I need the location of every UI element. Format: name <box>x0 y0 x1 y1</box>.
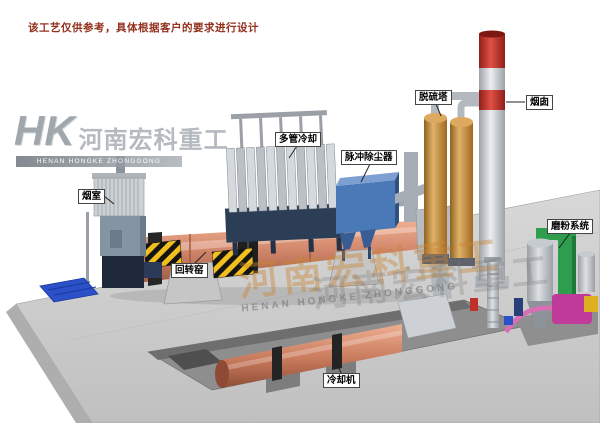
auxiliary-equipment <box>470 257 523 328</box>
label-cooling-machine: 冷却机 <box>323 373 360 388</box>
desulfurization-towers <box>422 92 480 266</box>
pulse-dust-collector <box>336 172 424 261</box>
kiln-drive-unit <box>102 254 162 288</box>
cooling-machine <box>215 324 402 393</box>
label-grinding-system: 磨粉系统 <box>547 219 594 234</box>
label-desulfurization-tower: 脱硫塔 <box>415 90 452 105</box>
multi-tube-cooler <box>224 110 345 256</box>
logo-company-name-cn: 河南宏科重工 <box>78 127 229 154</box>
chimney <box>475 30 509 288</box>
label-smoke-chamber: 烟室 <box>78 189 106 204</box>
label-leader-lines <box>103 101 571 374</box>
grinding-system <box>503 228 598 346</box>
blue-pallet <box>39 277 99 303</box>
logo-monogram: HK <box>14 107 75 154</box>
logo-company-name-en: HENAN HONGKE ZHONGGONG <box>16 156 182 167</box>
label-rotary-kiln: 回转窑 <box>171 263 208 278</box>
smoke-chamber <box>86 156 146 286</box>
company-logo-watermark: HK 河南宏科重工 HENAN HONGKE ZHONGGONG <box>14 107 228 167</box>
label-pulse-dust-collector: 脉冲除尘器 <box>341 150 397 165</box>
label-multi-tube-cooler: 多管冷却 <box>275 132 322 147</box>
label-chimney: 烟囱 <box>526 95 554 110</box>
cooler-discharge-hood <box>397 253 457 339</box>
disclaimer-note: 该工艺仅供参考，具体根据客户的要求进行设计 <box>28 22 259 34</box>
hazard-stripe-blocks <box>143 239 255 279</box>
